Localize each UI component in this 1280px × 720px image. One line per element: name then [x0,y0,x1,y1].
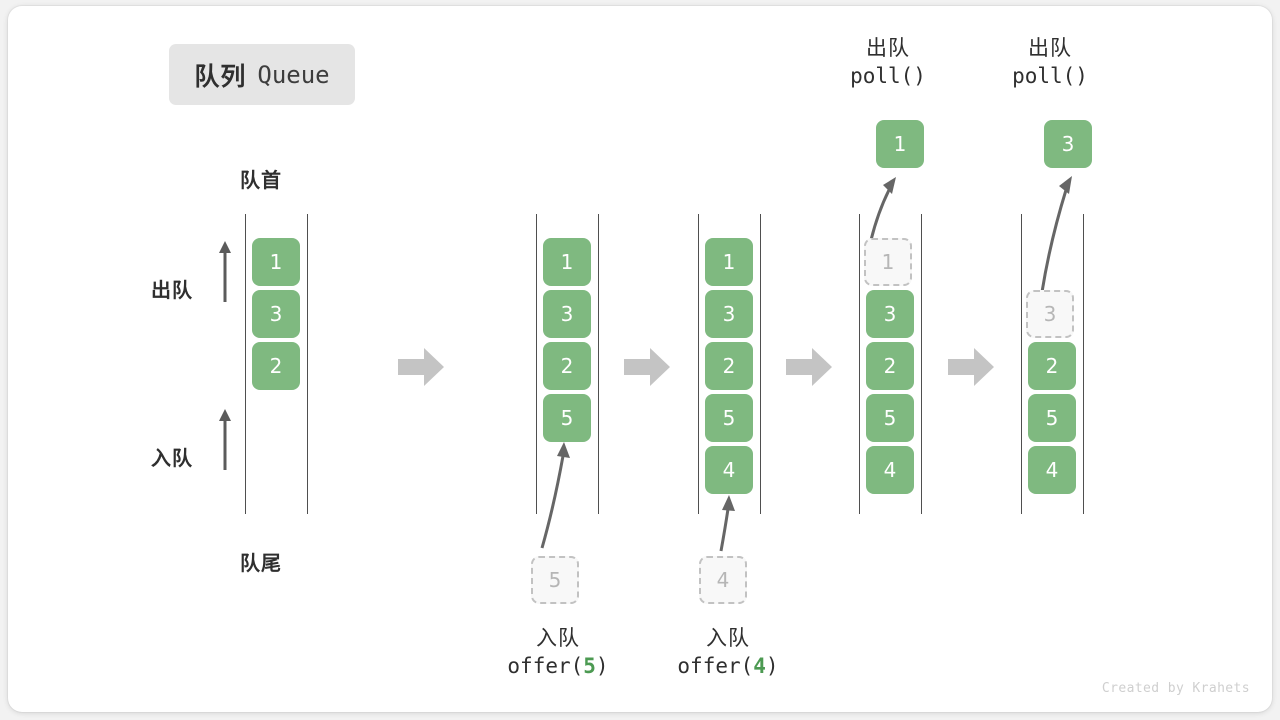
queue-cell: 1 [705,238,753,286]
title-cn: 队列 [194,62,247,91]
rail-right [921,214,922,514]
operation-caption-poll-1: 出队 poll() [808,36,968,90]
operation-caption-poll-3: 出队 poll() [970,36,1130,90]
caption-fn-end: ) [595,653,609,678]
caption-num: 4 [753,653,766,678]
queue-cell: 1 [252,238,300,286]
queue-cell: 2 [705,342,753,390]
caption-fn-end: ) [765,653,779,678]
queue-tail-label: 队尾 [240,553,282,575]
queue-cell: 3 [543,290,591,338]
caption-fn: offer( [677,653,754,678]
queue-cell: 3 [866,290,914,338]
queue-cell: 3 [705,290,753,338]
queue-cell: 2 [252,342,300,390]
right-arrow-icon [624,348,670,386]
curved-arrow-icon [540,442,570,549]
rail-right [1083,214,1084,514]
caption-fn: offer( [507,653,584,678]
queue-cell: 5 [866,394,914,442]
queue-cell: 2 [866,342,914,390]
popped-element: 3 [1044,120,1092,168]
queue-cell: 2 [543,342,591,390]
caption-num: 5 [583,653,596,678]
credit-text: Created by Krahets [1101,681,1250,696]
queue-cell: 5 [705,394,753,442]
queue-head-label: 队首 [240,170,282,192]
popped-element: 1 [876,120,924,168]
rail-left [1021,214,1022,514]
rail-right [307,214,308,514]
curved-arrow-icon [719,495,735,552]
rail-right [598,214,599,514]
queue-cell: 1 [543,238,591,286]
rail-left [859,214,860,514]
caption-cn: 入队 [706,627,750,650]
curved-arrow-icon [869,177,896,241]
operation-caption-offer-4: 入队 offer(4) [648,626,808,680]
rail-left [698,214,699,514]
queue-cell-new: 4 [705,446,753,494]
incoming-element: 5 [531,556,579,604]
rail-right [760,214,761,514]
queue-cell: 4 [1028,446,1076,494]
queue-cell: 3 [252,290,300,338]
queue-cell: 2 [1028,342,1076,390]
caption-cn: 出队 [1028,37,1072,60]
caption-cn: 入队 [536,627,580,650]
diagram-card: 队列 Queue 队首 队尾 出队 入队 1 3 2 1 3 2 5 [8,6,1272,712]
up-arrow-icon [219,409,231,470]
title-badge: 队列 Queue [169,44,355,105]
up-arrow-icon [219,241,231,302]
curved-arrow-icon [1040,176,1072,293]
operation-caption-offer-5: 入队 offer(5) [478,626,638,680]
caption-cn: 出队 [866,37,910,60]
queue-cell-new: 5 [543,394,591,442]
queue-cell-leaving: 3 [1026,290,1074,338]
title-en: Queue [257,60,330,89]
caption-code: poll() [1012,63,1088,88]
caption-code: offer(5) [478,653,638,680]
queue-cell-leaving: 1 [864,238,912,286]
rail-left [536,214,537,514]
right-arrow-icon [786,348,832,386]
incoming-element: 4 [699,556,747,604]
caption-code: offer(4) [648,653,808,680]
right-arrow-icon [398,348,444,386]
queue-cell: 5 [1028,394,1076,442]
enqueue-side-label: 入队 [151,448,193,470]
dequeue-side-label: 出队 [151,280,193,302]
right-arrow-icon [948,348,994,386]
queue-cell: 4 [866,446,914,494]
caption-code: poll() [850,63,926,88]
rail-left [245,214,246,514]
